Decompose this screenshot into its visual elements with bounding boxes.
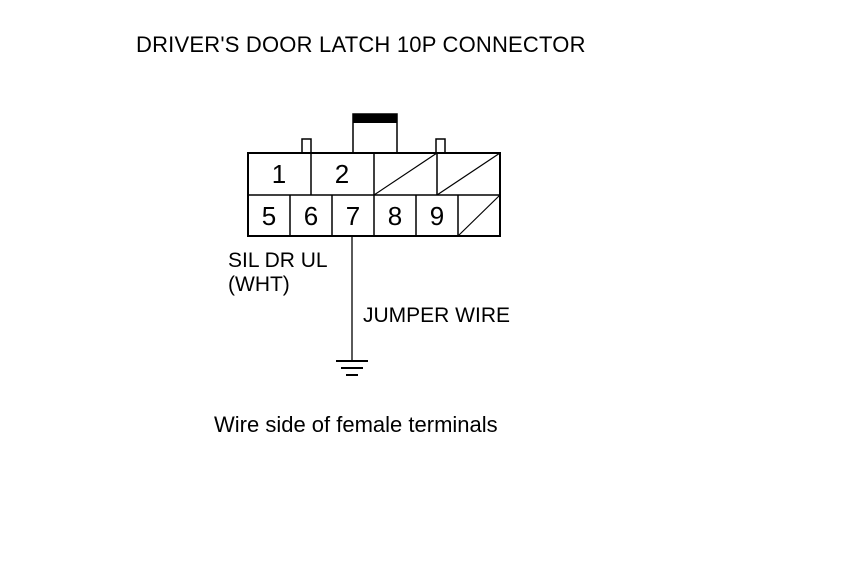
terminal-label: 9 (430, 201, 444, 231)
jumper-wire-label: JUMPER WIRE (363, 304, 510, 327)
ground-icon (336, 360, 368, 376)
unused-terminal-mark (373, 152, 438, 196)
terminal-label: 5 (262, 201, 276, 231)
terminal-label: 1 (272, 159, 286, 189)
wire-name: SIL DR UL (228, 249, 328, 272)
terminal-label: 6 (304, 201, 318, 231)
unused-terminal-mark (436, 152, 501, 196)
diagram-caption: Wire side of female terminals (214, 412, 498, 437)
terminal-label: 2 (335, 159, 349, 189)
unused-terminal-mark (457, 194, 501, 237)
connector-guide-pin-right (435, 138, 446, 154)
bottom-row: 5 6 7 8 9 (262, 194, 501, 237)
top-row: 1 2 (272, 152, 501, 196)
diagram-title: DRIVER'S DOOR LATCH 10P CONNECTOR (136, 32, 586, 57)
wire-name-label: SIL DR UL (WHT) (228, 249, 328, 297)
terminal-label: 7 (346, 201, 360, 231)
connector-lock-tab (352, 113, 398, 154)
wire-color: (WHT) (228, 273, 290, 296)
connector-guide-pin-left (301, 138, 312, 154)
terminal-label: 8 (388, 201, 402, 231)
